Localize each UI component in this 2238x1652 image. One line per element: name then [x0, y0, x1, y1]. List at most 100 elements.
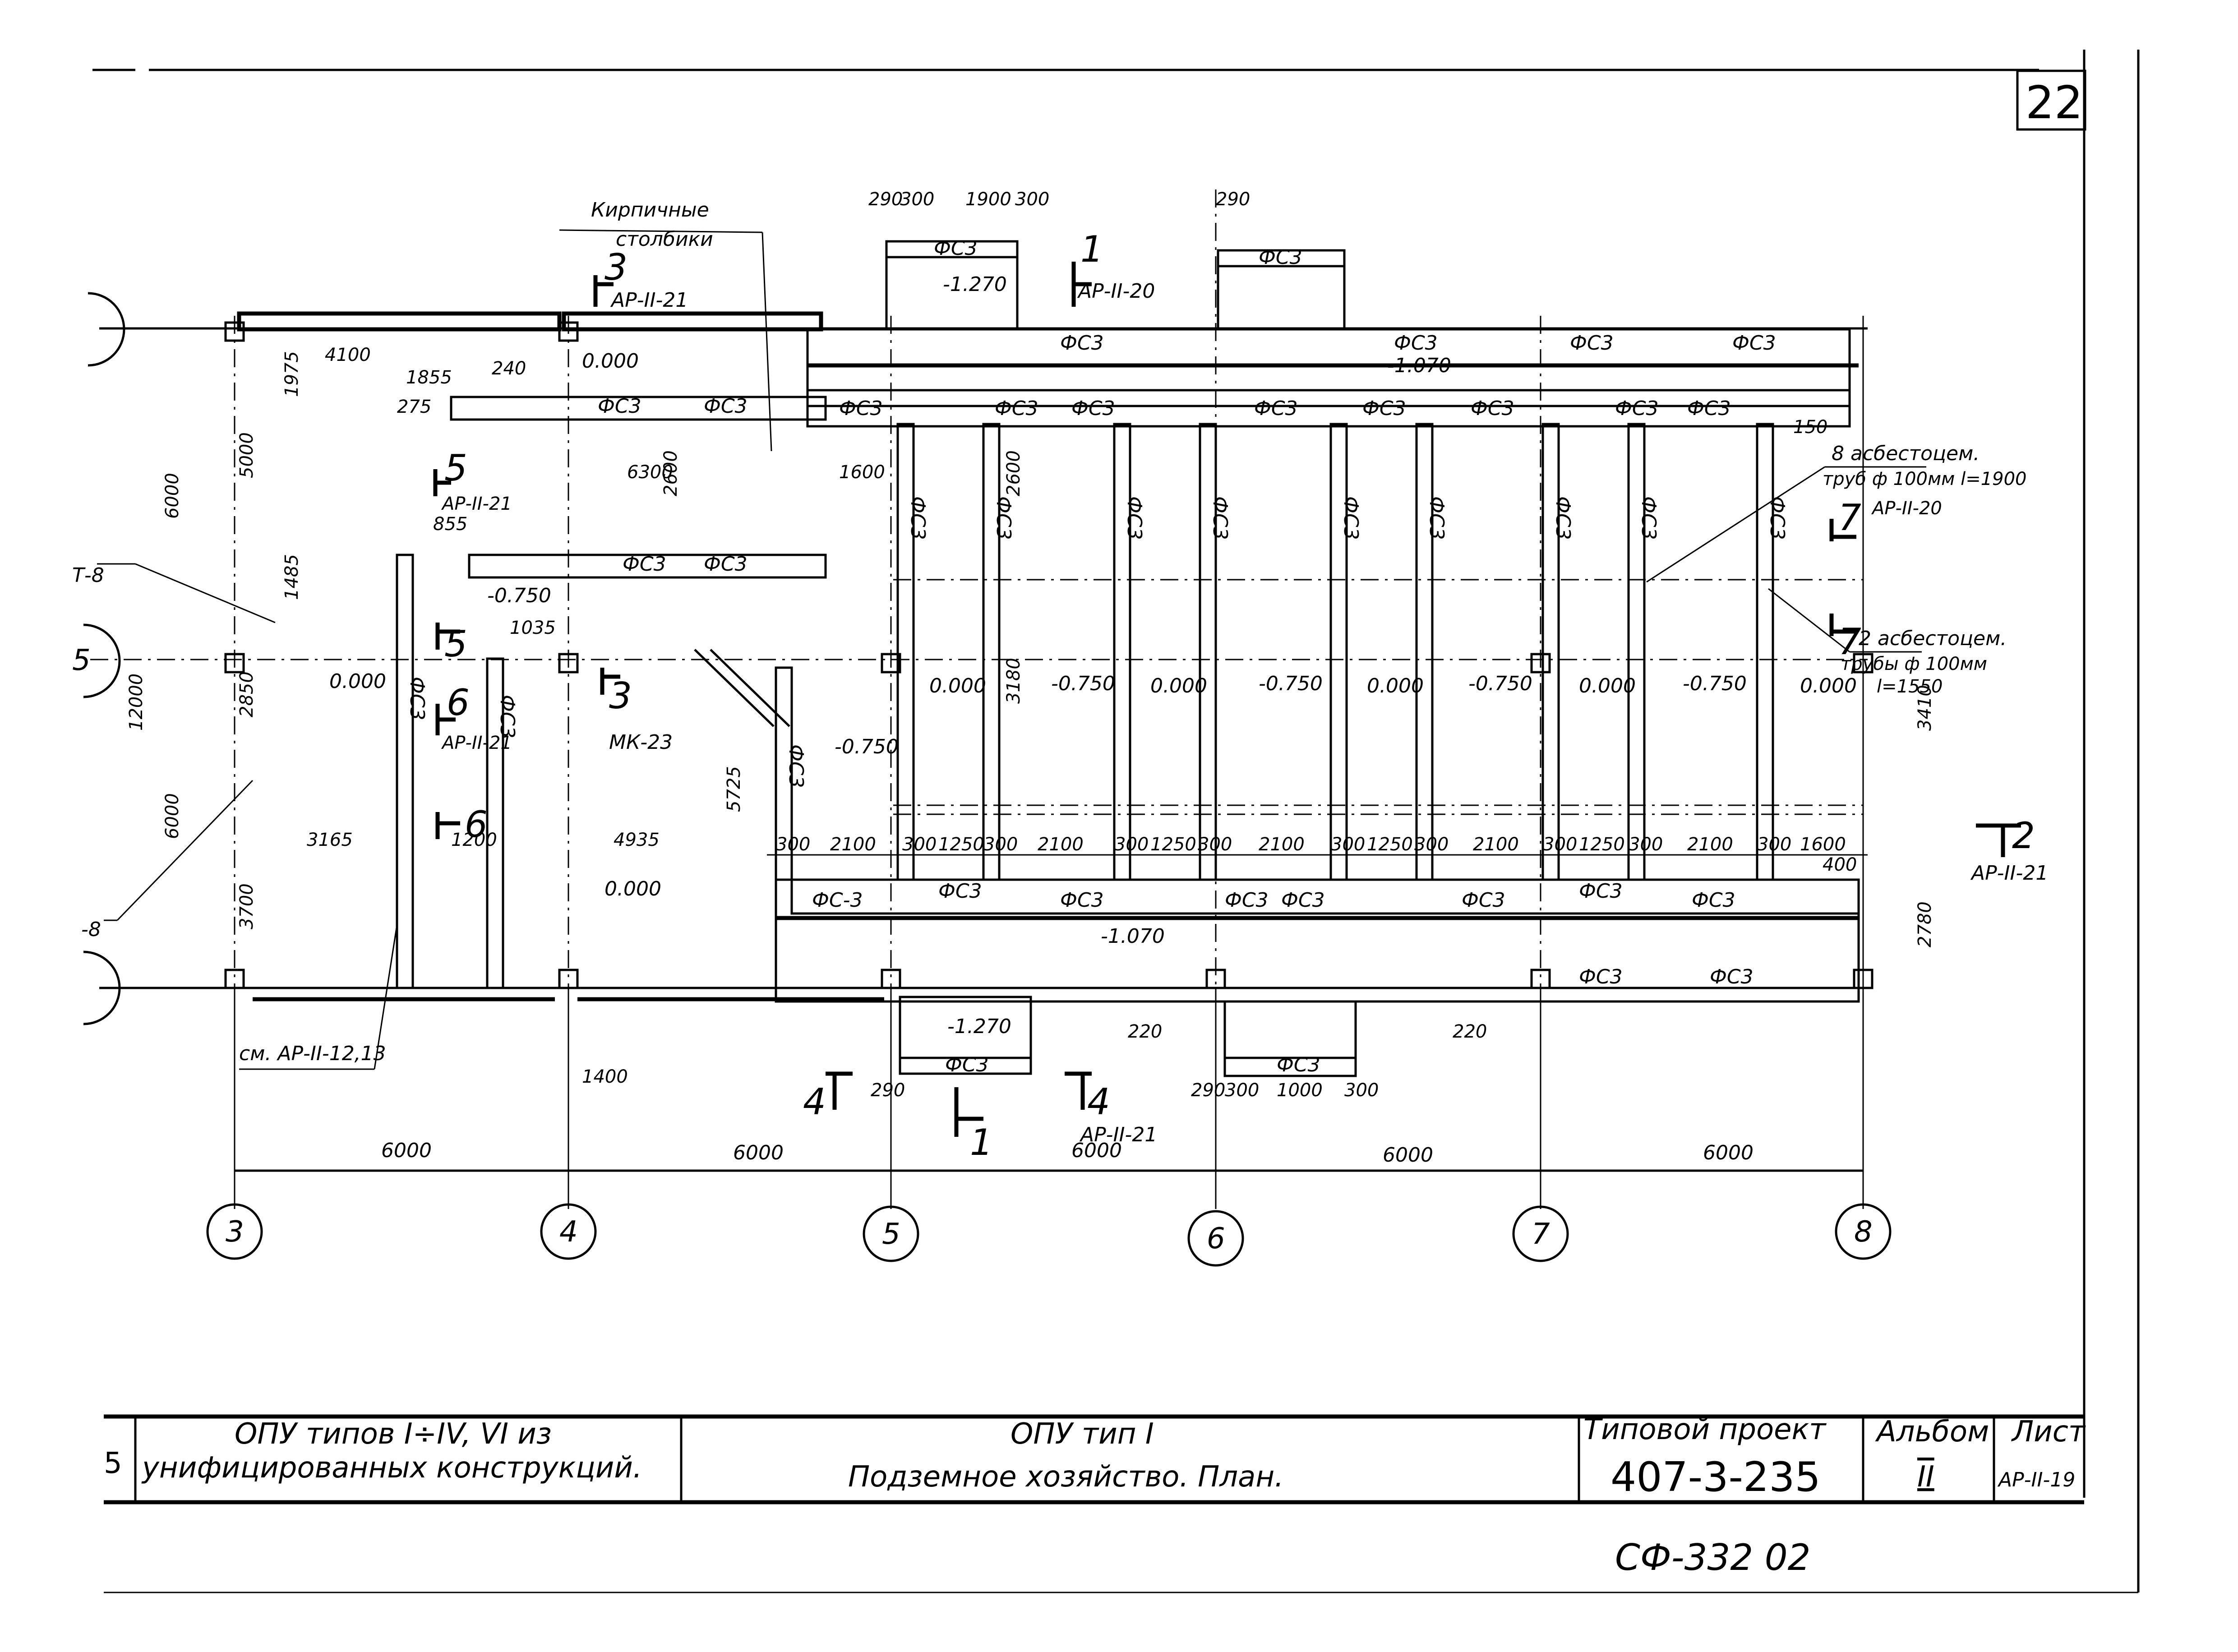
fs3-bottom-4: ФС3: [1281, 889, 1325, 912]
sheet-frame: [92, 50, 2140, 1593]
level-top-pit: -1.270: [943, 273, 1007, 296]
section-marks: 3 АР-II-21 1 АР-II-20 5 АР-II-21 5 6 АР-…: [433, 228, 2048, 1163]
fs3-strip-diag: ФС3: [784, 744, 808, 788]
left-ref-bottom: -8: [81, 918, 101, 941]
middle-dim-2600: 2600: [660, 450, 681, 496]
fs3-row-b: ФС3: [995, 397, 1038, 420]
section-5-upper-ref: АР-II-21: [441, 494, 512, 514]
project-label: Типовой проект: [1583, 1413, 1827, 1446]
fs3-bottom-5: ФС3: [1462, 889, 1505, 912]
fs3-strip-3: ФС3: [1123, 496, 1146, 540]
fs3-top-wall-3: ФС3: [1570, 332, 1614, 355]
left-ref-top: Т-8: [72, 564, 104, 587]
fs3-strip-2: ФС3: [992, 496, 1015, 540]
column-axis-8: 8: [1854, 1215, 1873, 1249]
fs3-bottom-2: ФС3: [1060, 889, 1104, 912]
span-dimension-line: [234, 988, 1864, 1209]
bottom-partitions: [790, 878, 1860, 915]
right-dim-2780: 2780: [1915, 901, 1935, 947]
bottom-dim-220a: 220: [1128, 1021, 1162, 1042]
fs3-top-wall-1: ФС3: [1060, 332, 1104, 355]
column-axis-bubbles: [206, 1203, 1892, 1267]
section-1-top: 1: [1080, 228, 1103, 270]
section-4-right-ref: АР-II-21: [1079, 1123, 1157, 1146]
bay-dim-5: 300: [983, 834, 1018, 855]
bay-dim-3: 300: [902, 834, 937, 855]
fs3-strip-1: ФС3: [906, 496, 929, 540]
span-1: 6000: [381, 1139, 432, 1162]
right-dim-3410: 3410: [1915, 685, 1935, 731]
fs3-bottom-wall-2: ФС3: [1710, 965, 1753, 988]
asbestos-2-line3: l=1550: [1877, 676, 1943, 697]
bottom-dim-220b: 220: [1453, 1021, 1487, 1042]
project-number: 407-3-235: [1610, 1454, 1821, 1501]
title-block: [104, 1414, 2084, 1504]
level-bottom-middle: -1.070: [1101, 925, 1165, 948]
bay-dim-6: 2100: [1038, 834, 1084, 855]
bottom-pits: [899, 996, 1357, 1077]
bottom-dim-1000: 1000: [1277, 1080, 1323, 1101]
archive-stamp: СФ-332 02: [1615, 1537, 1811, 1578]
bottom-dim-300a: 300: [1225, 1080, 1259, 1101]
section-3-top: 3: [604, 246, 628, 288]
page-number: 22: [2026, 76, 2083, 129]
section-2-right-ref: АР-II-21: [1970, 862, 2048, 885]
fs3-row-g: ФС3: [1615, 397, 1659, 420]
fs3-row-f: ФС3: [1471, 397, 1514, 420]
left-dim-6000a: 6000: [162, 473, 183, 519]
bottom-dim-290b: 290: [1191, 1080, 1225, 1101]
span-3: 6000: [1071, 1139, 1122, 1162]
level-13: 0.000: [1800, 674, 1857, 697]
asbestos-2-line1: 2 асбестоцем.: [1859, 627, 2007, 650]
level-5: 0.000: [929, 674, 986, 697]
left-dim-3165: 3165: [307, 830, 353, 850]
section-4-left: 4: [803, 1081, 826, 1123]
section-1-top-ref: АР-II-20: [1077, 280, 1155, 303]
fs-3-bottom: ФС-3: [812, 889, 863, 912]
right-dim-400: 400: [1823, 854, 1857, 875]
left-dim-1400: 1400: [582, 1066, 628, 1087]
left-dim-1200: 1200: [451, 830, 497, 850]
mk-23-label: МК-23: [609, 731, 673, 754]
level-10: -0.750: [1468, 672, 1532, 695]
page-number-box: [2016, 69, 2086, 131]
section-1-bottom: 1: [970, 1121, 993, 1163]
bottom-pit2-fs3: ФС3: [1277, 1053, 1320, 1076]
fs3-top-wall-4: ФС3: [1732, 332, 1776, 355]
level-bottom-pit: -1.270: [947, 1015, 1011, 1038]
section-6-upper: 6: [447, 682, 470, 724]
left-dim-1975: 1975: [281, 351, 302, 397]
level-6: -0.750: [1051, 672, 1115, 695]
diagonal-wall: [694, 649, 790, 727]
bay-dim-18: 2100: [1687, 834, 1733, 855]
title-left-line2: унифицированных конструкций.: [141, 1451, 642, 1485]
asbestos-8-line1: 8 асбестоцем.: [1832, 442, 1980, 465]
left-dim-6000b: 6000: [162, 793, 183, 839]
see-reference: см. АР-II-12,13: [239, 1042, 386, 1065]
level-7: 0.000: [1150, 674, 1207, 697]
left-dim-6300: 6300: [627, 462, 673, 483]
bay-dim-10: 2100: [1259, 834, 1305, 855]
left-dim-275: 275: [397, 397, 431, 417]
column-axis-4: 4: [559, 1215, 578, 1249]
fs3-row-a: ФС3: [839, 397, 883, 420]
level-4: -0.750: [835, 735, 899, 758]
album-label: Альбом: [1875, 1415, 1989, 1449]
fs3-strip-6: ФС3: [1425, 496, 1448, 540]
fs3-row-h: ФС3: [1687, 397, 1731, 420]
fs3-mid-2: ФС3: [704, 553, 748, 576]
bay-dim-8: 1250: [1150, 834, 1196, 855]
bay-dim-11: 300: [1331, 834, 1365, 855]
bay-dim-12: 1250: [1367, 834, 1413, 855]
fs3-bottom-7: ФС3: [1692, 889, 1735, 912]
brick-pillars-label-1: Кирпичные: [591, 198, 709, 221]
bay-dim-13: 300: [1414, 834, 1449, 855]
section-2-right: 2: [2012, 815, 2035, 857]
fs3-row-e: ФС3: [1362, 397, 1406, 420]
fs3-strip-5: ФС3: [1339, 496, 1362, 540]
bottom-dim-300b: 300: [1344, 1080, 1379, 1101]
album-value: II: [1917, 1460, 1934, 1494]
title-block-left-fragment: 5: [104, 1447, 122, 1480]
bay-dim-17: 300: [1629, 834, 1663, 855]
